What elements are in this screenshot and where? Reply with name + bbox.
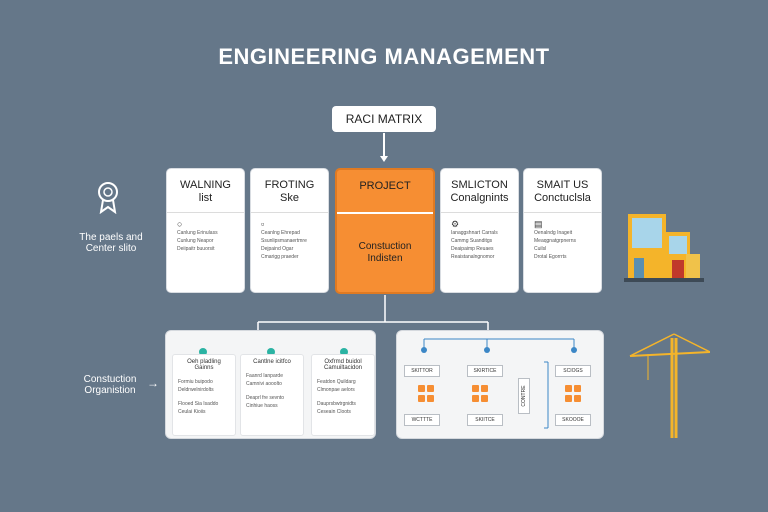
structure-tag: SKITTOR bbox=[404, 365, 440, 377]
page-title: ENGINEERING MANAGEMENT bbox=[218, 44, 550, 69]
document-icon: ▫ bbox=[261, 219, 265, 229]
top-card-1-header: WALNING list bbox=[167, 169, 244, 213]
list-item: Canlung Erinulass bbox=[177, 230, 218, 236]
gear-icon: ⚙ bbox=[451, 219, 460, 229]
org-card-2: Cantlne icitfco Faanrd Ianparde Camnivi … bbox=[240, 354, 304, 436]
top-card-1-title: WALNING bbox=[180, 179, 231, 191]
list-item: Drotal Egorrrts bbox=[534, 254, 567, 260]
list-item: Cuilsl bbox=[534, 246, 547, 252]
grid-square bbox=[472, 385, 479, 392]
list-item: Deaprl fre sevnto bbox=[246, 395, 285, 401]
list-item: Cammg Suanditgs bbox=[451, 238, 493, 244]
top-card-2-header: FROTING Ske bbox=[251, 169, 328, 213]
top-card-1-body: ○ Canlung Erinulass Cunlung Neapor Deiip… bbox=[167, 213, 244, 262]
list-item: Cinhiue haoss bbox=[246, 403, 278, 409]
grid-square bbox=[418, 385, 425, 392]
top-card-2-subtitle: Ske bbox=[280, 192, 299, 204]
top-card-2: FROTING Ske ▫ Ceanlng Ehrepad Ssunlipsma… bbox=[250, 168, 329, 293]
grid-square bbox=[472, 395, 479, 402]
raci-matrix-box: RACI MATRIX bbox=[332, 106, 436, 132]
list-item: Clmonpae aelors bbox=[317, 387, 355, 393]
panel-organisation: Oeh pladling Gainns Formiu buipodo Deldr… bbox=[165, 330, 376, 439]
grid-square bbox=[574, 395, 581, 402]
grid-square bbox=[427, 395, 434, 402]
structure-tag: SKIRTICE bbox=[467, 365, 503, 377]
node-icon bbox=[484, 347, 490, 353]
top-card-5: SMAIT US Conctuclsla ▤ Oenalndg Inageit … bbox=[523, 168, 602, 293]
node-icon bbox=[571, 347, 577, 353]
list-item: Deaipaimp Reuaes bbox=[451, 246, 494, 252]
list-item: Dejpaind Ogar bbox=[261, 246, 294, 252]
list-item: Featdon Quildarg bbox=[317, 379, 356, 385]
grid-square bbox=[481, 385, 488, 392]
list-item: Dauprsbwtrgnidts bbox=[317, 401, 356, 407]
org-card-2-title: Cantlne icitfco bbox=[253, 359, 291, 365]
org-card-1-title: Oeh pladling Gainns bbox=[187, 359, 221, 371]
grid-square bbox=[565, 385, 572, 392]
top-card-5-header: SMAIT US Conctuclsla bbox=[524, 169, 601, 213]
org-card-1: Oeh pladling Gainns Formiu buipodo Deldr… bbox=[172, 354, 236, 436]
chart-icon: ▤ bbox=[534, 219, 543, 229]
building-icon bbox=[624, 214, 704, 282]
circle-icon: ○ bbox=[177, 219, 183, 229]
org-card-3-title: Oxfrmd buidol Camuiltacidon bbox=[323, 359, 363, 371]
list-item: Ceanlng Ehrepad bbox=[261, 230, 300, 236]
award-icon bbox=[98, 182, 118, 214]
top-card-4: SMLICTON Conalgnints ⚙ Ianaggshnart Carr… bbox=[440, 168, 519, 293]
list-item: Deiipaitr buuorsit bbox=[177, 246, 215, 252]
grid-square bbox=[481, 395, 488, 402]
top-card-project: PROJECT Constuction Indisten bbox=[335, 168, 435, 294]
structure-tag: WCTTTE bbox=[404, 414, 440, 426]
list-item: Ianaggshnart Carrals bbox=[451, 230, 498, 236]
check-icon bbox=[267, 348, 275, 356]
check-icon bbox=[340, 348, 348, 356]
top-card-5-subtitle: Conctuclsla bbox=[534, 192, 591, 204]
list-item: Oenalndg Inageit bbox=[534, 230, 573, 236]
grid-square bbox=[574, 385, 581, 392]
side-label-top: The paels and Center slito bbox=[79, 232, 143, 254]
list-item: Faanrd Ianparde bbox=[246, 373, 283, 379]
list-item: Ceseain Cloots bbox=[317, 409, 351, 415]
top-card-5-title: SMAIT US bbox=[536, 179, 589, 191]
list-item: Flooed Sia Isaddo bbox=[178, 401, 219, 407]
list-item: Deldrwelnirdolts bbox=[178, 387, 214, 393]
node-icon bbox=[421, 347, 427, 353]
structure-tag: SKIITCE bbox=[467, 414, 503, 426]
structure-tag: SCIOGS bbox=[555, 365, 591, 377]
list-item: Cunlung Neapor bbox=[177, 238, 214, 244]
top-card-1-subtitle: list bbox=[198, 192, 213, 204]
grid-square bbox=[427, 385, 434, 392]
top-card-project-body: Constuction Indisten bbox=[358, 241, 412, 264]
grid-square bbox=[565, 395, 572, 402]
top-card-4-body: ⚙ Ianaggshnart Carrals Cammg Suanditgs D… bbox=[441, 213, 518, 270]
top-card-4-header: SMLICTON Conalgnints bbox=[441, 169, 518, 213]
list-item: Formiu buipodo bbox=[178, 379, 213, 385]
org-card-3: Oxfrmd buidol Camuiltacidon Featdon Quil… bbox=[311, 354, 375, 436]
list-item: Reaistanalngnomor bbox=[451, 254, 495, 260]
list-item: Cmarigg praeder bbox=[261, 254, 299, 260]
top-card-5-body: ▤ Oenalndg Inageit Meaqgnatgrpnerns Cuil… bbox=[524, 213, 601, 270]
raci-arrow-head bbox=[380, 156, 388, 162]
grid-square bbox=[418, 395, 425, 402]
structure-tag: SKOOOE bbox=[555, 414, 591, 426]
top-card-project-title: PROJECT bbox=[359, 180, 411, 192]
crane-icon bbox=[629, 333, 710, 438]
top-card-2-title: FROTING bbox=[264, 179, 315, 191]
structure-tag-vertical: CONTRE bbox=[518, 378, 530, 414]
side-label-bottom: Constuction Organistion bbox=[83, 374, 137, 396]
raci-arrow-line bbox=[383, 133, 385, 157]
top-card-4-title: SMLICTON bbox=[451, 179, 508, 191]
check-icon bbox=[199, 348, 207, 356]
arrow-right-icon: → bbox=[147, 376, 159, 390]
top-card-1: WALNING list ○ Canlung Erinulass Cunlung… bbox=[166, 168, 245, 293]
list-item: Camnivi aooolto bbox=[246, 381, 282, 387]
top-card-4-subtitle: Conalgnints bbox=[450, 192, 509, 204]
top-card-project-header: PROJECT bbox=[337, 170, 433, 214]
list-item: Ceulai Kioiis bbox=[178, 409, 206, 415]
list-item: Ssunlipsmanaertmre bbox=[261, 238, 307, 244]
top-card-2-body: ▫ Ceanlng Ehrepad Ssunlipsmanaertmre Dej… bbox=[251, 213, 328, 270]
list-item: Meaqgnatgrpnerns bbox=[534, 238, 576, 244]
